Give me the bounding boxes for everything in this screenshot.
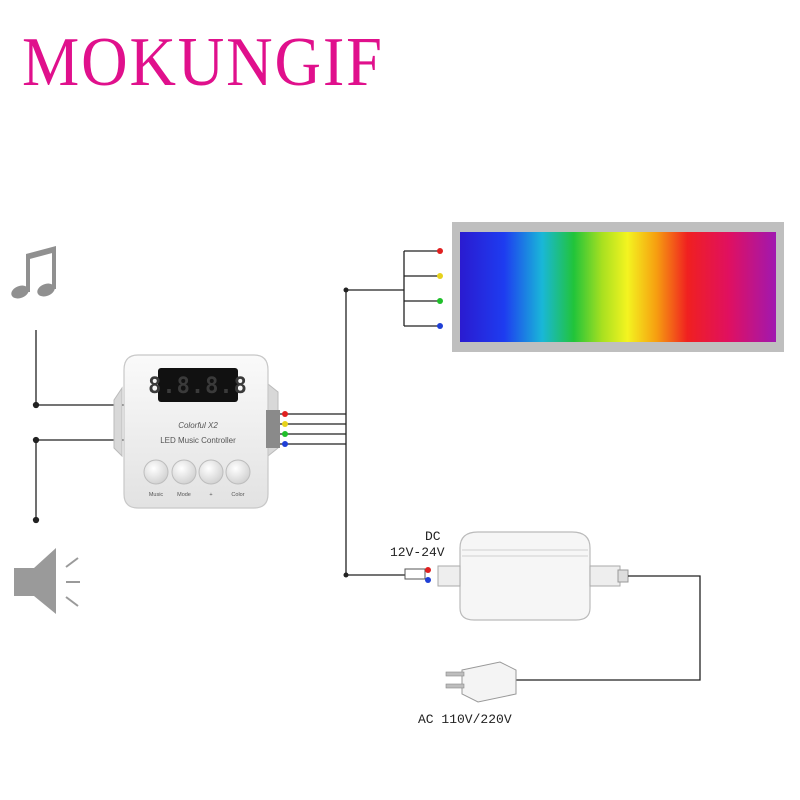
ac-wire (516, 575, 701, 681)
output-connector (266, 410, 280, 448)
mode-button[interactable] (171, 459, 197, 485)
display-digits: 8.8.8.8 (148, 374, 248, 399)
strip-red-dot (437, 248, 443, 254)
controller-green-dot (282, 431, 288, 437)
mode-button-label: Mode (177, 492, 191, 498)
strip-blue-dot (437, 323, 443, 329)
strip-green-dot (437, 298, 443, 304)
ac-voltage-label: AC 110V/220V (418, 712, 512, 727)
controller-name: LED Music Controller (160, 436, 236, 445)
controller-model: Colorful X2 (178, 421, 218, 430)
controller-red-dot (282, 411, 288, 417)
color-button-label: Color (231, 492, 244, 498)
music-button-label: Music (149, 492, 164, 498)
led-display (158, 368, 238, 402)
brand-title: MOKUNGIF (22, 24, 384, 101)
strip-wires (403, 250, 438, 327)
audio-wires (32, 330, 128, 524)
music-button[interactable] (143, 459, 169, 485)
power-adapter (437, 531, 629, 621)
dc-label: DC (425, 529, 441, 544)
junction-dot (343, 572, 349, 578)
led-music-controller: 8.8.8.8 Colorful X2 LED Music Controller… (113, 354, 280, 509)
controller-blue-dot (282, 441, 288, 447)
controller-yellow-dot (282, 421, 288, 427)
plus-button-label: + (209, 492, 212, 498)
led-strip-panel (452, 222, 784, 352)
music-note-icon (11, 246, 56, 299)
ac-plug-icon (445, 661, 517, 703)
strip-yellow-dot (437, 273, 443, 279)
junction-dot (343, 287, 349, 293)
speaker-icon (14, 548, 80, 614)
dc-voltage-label: 12V-24V (390, 545, 445, 560)
plus-button[interactable] (198, 459, 224, 485)
color-button[interactable] (225, 459, 251, 485)
output-wires (280, 289, 405, 576)
dc-plug (404, 567, 431, 583)
